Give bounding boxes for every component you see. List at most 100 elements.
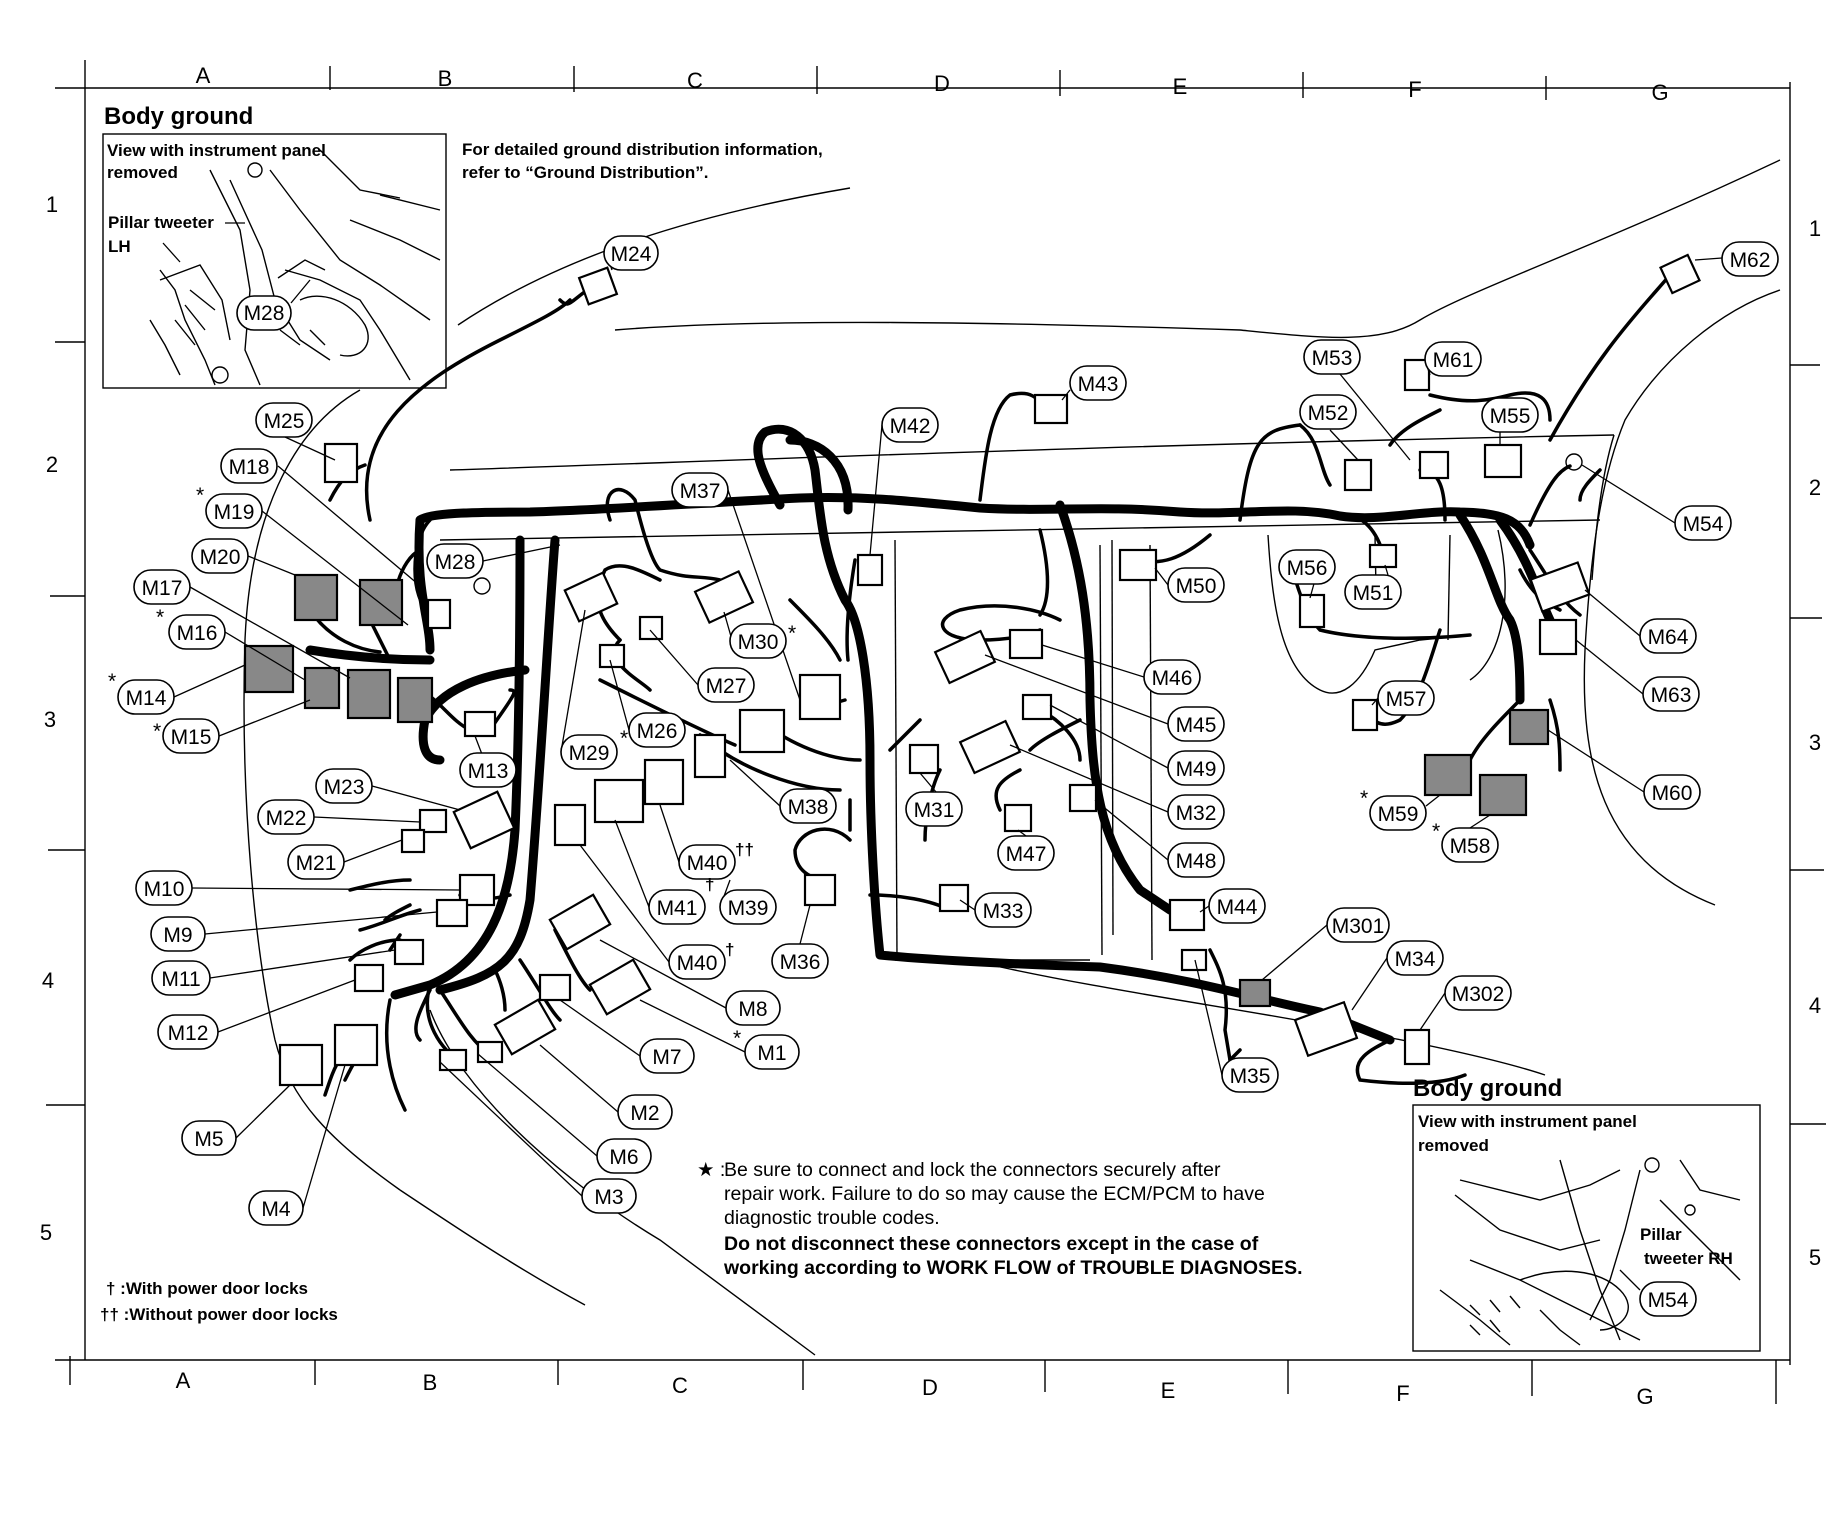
svg-text:M20: M20 bbox=[200, 546, 241, 569]
callout-m3: M3 bbox=[439, 1061, 637, 1214]
svg-text:*: * bbox=[153, 720, 161, 743]
callout-m16: * M16 bbox=[156, 606, 306, 681]
inset-right-callout-m54: M54 bbox=[1619, 1269, 1697, 1317]
inset-left-title: Body ground bbox=[104, 103, 253, 130]
svg-text:*: * bbox=[1432, 820, 1440, 843]
callout-m56: M56 bbox=[1278, 549, 1336, 599]
callout-m41: † M41 bbox=[614, 819, 714, 925]
svg-text:M10: M10 bbox=[144, 878, 185, 901]
grid-col-d: D bbox=[934, 71, 950, 96]
callout-m7: M7 bbox=[559, 999, 695, 1074]
svg-text:M52: M52 bbox=[1308, 402, 1349, 425]
grid-col-b-bottom: B bbox=[423, 1370, 438, 1395]
callout-m40-dagger: † M40 bbox=[579, 844, 734, 980]
grid-frame bbox=[46, 60, 1826, 1404]
svg-text:M24: M24 bbox=[611, 243, 652, 266]
svg-text:M14: M14 bbox=[126, 687, 167, 710]
callout-m20: M20 bbox=[191, 538, 296, 576]
inset-right-callout-label: M54 bbox=[1648, 1289, 1689, 1312]
inset-left-sketch bbox=[149, 149, 441, 386]
svg-text:†: † bbox=[705, 875, 714, 894]
grid-col-e-bottom: E bbox=[1161, 1378, 1176, 1403]
svg-text:M54: M54 bbox=[1683, 513, 1724, 536]
svg-text:M53: M53 bbox=[1312, 347, 1353, 370]
svg-text:M16: M16 bbox=[177, 622, 218, 645]
svg-text:M4: M4 bbox=[261, 1198, 290, 1221]
inset-left-caption-line2: removed bbox=[107, 163, 178, 182]
grid-column-labels-bottom: A B C D E F G bbox=[176, 1368, 1654, 1409]
callout-m17: M17 bbox=[133, 569, 351, 679]
svg-text:M36: M36 bbox=[780, 951, 821, 974]
main-harness bbox=[305, 424, 1555, 1045]
callout-m18: M18 bbox=[220, 448, 426, 591]
connector-shapes bbox=[243, 253, 1701, 1087]
callout-m5: M5 bbox=[181, 1084, 291, 1156]
callout-m36: M36 bbox=[771, 904, 829, 979]
svg-text:M302: M302 bbox=[1452, 983, 1505, 1006]
grid-col-c-bottom: C bbox=[672, 1373, 688, 1398]
inset-left-caption: View with instrument panel removed bbox=[107, 141, 331, 182]
svg-text:M301: M301 bbox=[1332, 915, 1385, 938]
svg-text:M31: M31 bbox=[914, 799, 955, 822]
svg-text:M12: M12 bbox=[168, 1022, 209, 1045]
grid-row-2: 2 bbox=[46, 452, 58, 477]
svg-text:*: * bbox=[156, 606, 164, 629]
callout-m53: M53 bbox=[1303, 339, 1411, 461]
inset-right-caption: View with instrument panel removed bbox=[1418, 1112, 1642, 1155]
callout-m24: M24 bbox=[603, 235, 659, 271]
grid-row-4: 4 bbox=[42, 968, 54, 993]
svg-text:*: * bbox=[196, 484, 204, 507]
svg-text:M8: M8 bbox=[738, 998, 767, 1021]
svg-text:M48: M48 bbox=[1176, 850, 1217, 873]
star-note-line3: diagnostic trouble codes. bbox=[724, 1207, 940, 1229]
svg-text:M6: M6 bbox=[609, 1146, 638, 1169]
svg-text:M55: M55 bbox=[1490, 405, 1531, 428]
callout-m40-double-dagger: †† M40 bbox=[659, 804, 754, 880]
svg-text:M29: M29 bbox=[569, 742, 610, 765]
svg-text:†: † bbox=[725, 940, 734, 959]
svg-text:M49: M49 bbox=[1176, 758, 1217, 781]
callout-m61: M61 bbox=[1424, 341, 1482, 377]
callout-m62: M62 bbox=[1694, 241, 1779, 277]
svg-text:M9: M9 bbox=[163, 924, 192, 947]
inset-right-label: Pillar tweeter RH bbox=[1640, 1225, 1733, 1268]
callout-m9: M9 bbox=[150, 911, 438, 952]
star-note: ★ : Be sure to connect and lock the conn… bbox=[697, 1159, 1303, 1279]
callout-m39: M39 bbox=[719, 879, 777, 925]
callout-m33: M33 bbox=[959, 892, 1032, 928]
callout-m35: M35 bbox=[1194, 959, 1279, 1093]
callout-m58: * M58 bbox=[1432, 814, 1499, 863]
svg-text:*: * bbox=[788, 622, 796, 645]
svg-text:M41: M41 bbox=[657, 897, 698, 920]
callout-m22: M22 bbox=[257, 799, 421, 835]
callout-m8: M8 bbox=[599, 939, 781, 1026]
callout-m59: * M59 bbox=[1360, 787, 1441, 831]
ground-note-line2: refer to “Ground Distribution”. bbox=[462, 163, 709, 182]
inset-left: Body ground View with instrument panel r… bbox=[102, 103, 447, 389]
svg-text:M58: M58 bbox=[1450, 835, 1491, 858]
grid-row-5: 5 bbox=[40, 1220, 52, 1245]
svg-text:M17: M17 bbox=[142, 577, 183, 600]
svg-text:M57: M57 bbox=[1386, 688, 1427, 711]
svg-text:M32: M32 bbox=[1176, 802, 1217, 825]
svg-text:*: * bbox=[733, 1027, 741, 1050]
svg-text:M61: M61 bbox=[1433, 349, 1474, 372]
grid-col-d-bottom: D bbox=[922, 1375, 938, 1400]
svg-text:*: * bbox=[1360, 787, 1368, 810]
callout-m12: M12 bbox=[157, 979, 356, 1050]
callout-m19: * M19 bbox=[196, 484, 409, 626]
svg-text:M25: M25 bbox=[264, 410, 305, 433]
inset-left-frame bbox=[102, 133, 447, 389]
callout-m6: M6 bbox=[477, 1053, 652, 1174]
svg-text:M40: M40 bbox=[687, 852, 728, 875]
callout-m2: M2 bbox=[539, 1044, 673, 1130]
callout-m51: M51 bbox=[1344, 564, 1402, 610]
callout-m57: M57 bbox=[1371, 680, 1435, 716]
inset-left-caption-line1: View with instrument panel bbox=[107, 141, 326, 160]
svg-text:M39: M39 bbox=[728, 897, 769, 920]
svg-text:M37: M37 bbox=[680, 480, 721, 503]
grid-row-1-right: 1 bbox=[1809, 216, 1821, 241]
svg-text:M3: M3 bbox=[594, 1186, 623, 1209]
inset-right: Body ground View with instrument panel r… bbox=[1412, 1075, 1761, 1352]
grid-row-labels-right: 1 2 3 4 5 bbox=[1809, 216, 1821, 1270]
